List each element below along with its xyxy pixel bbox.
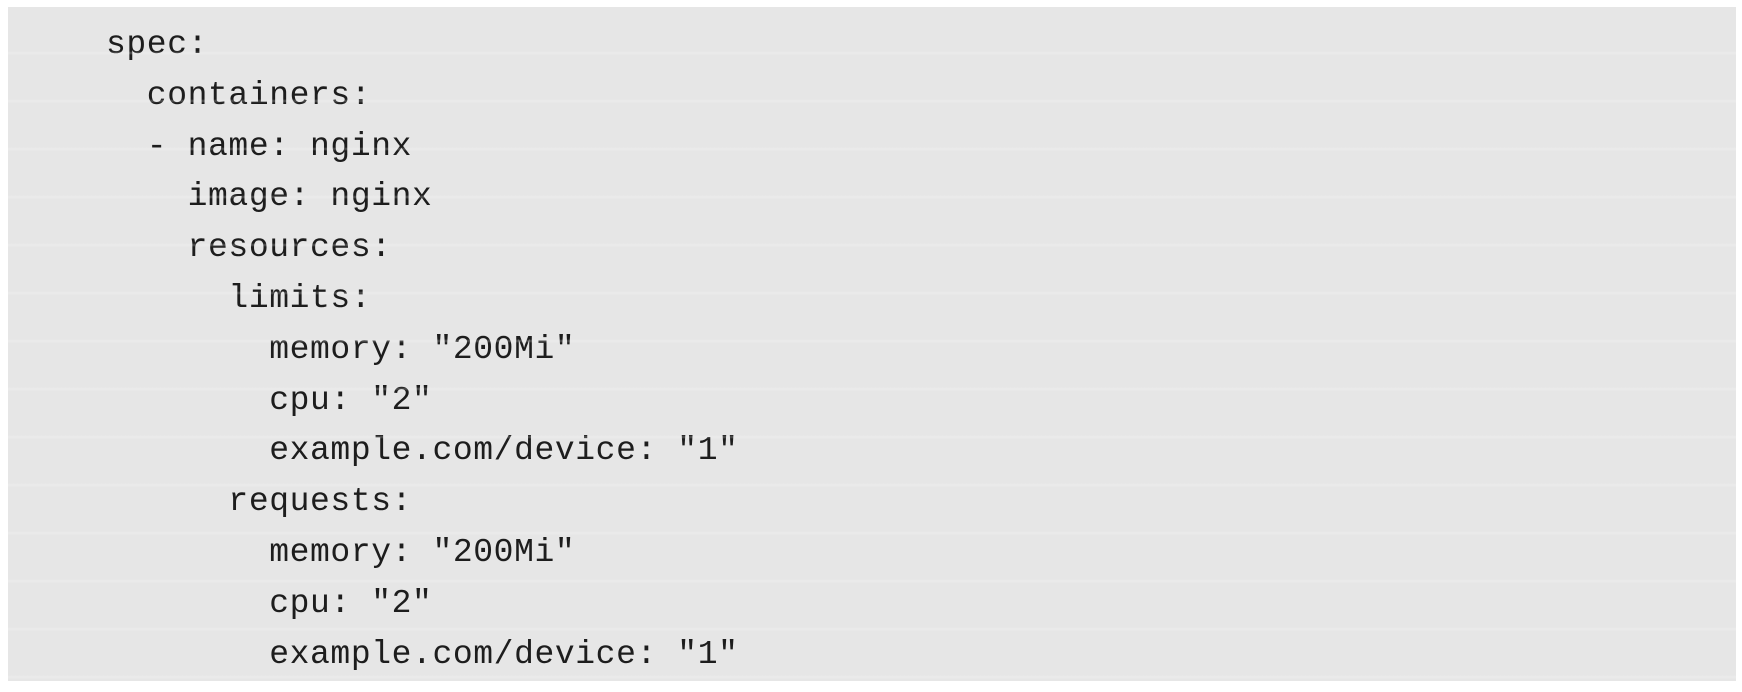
yaml-spec-code: spec: containers: - name: nginx image: n… (106, 26, 739, 673)
yaml-code-block-panel: spec: containers: - name: nginx image: n… (8, 7, 1736, 681)
